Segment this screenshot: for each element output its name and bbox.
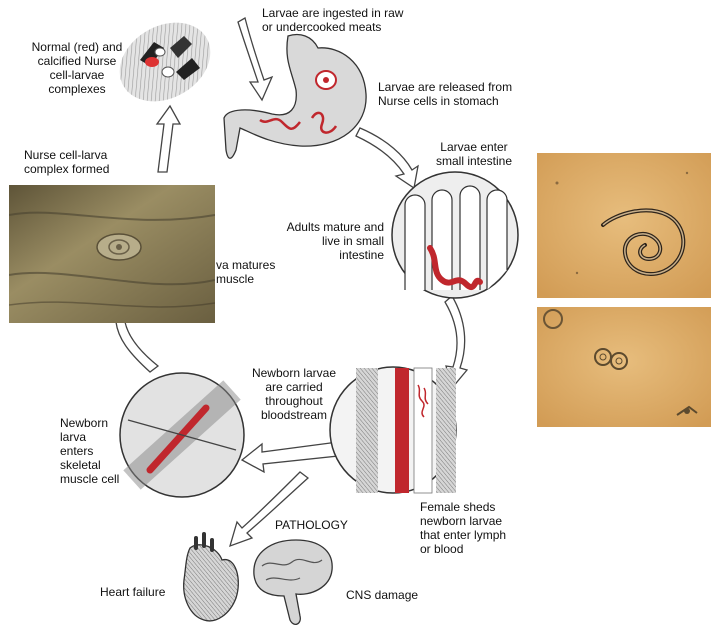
heart-illustration (184, 534, 239, 621)
label-carried-bloodstream: Newborn larvae are carried throughout bl… (244, 366, 344, 422)
label-larvae-enter-intestine: Larvae enter small intestine (420, 140, 528, 168)
label-heart-failure: Heart failure (100, 585, 165, 599)
muscle-tissue-photo (9, 185, 215, 323)
label-cns-damage: CNS damage (346, 588, 418, 602)
label-larvae-released: Larvae are released from Nurse cells in … (378, 80, 512, 108)
label-nurse-cell-complexes: Normal (red) and calcified Nurse cell-la… (22, 40, 132, 96)
label-enters-muscle: Newborn larva enters skeletal muscle cel… (60, 416, 119, 486)
label-larvae-ingested: Larvae are ingested in raw or undercooke… (262, 6, 403, 34)
coiled-larva-photo (537, 153, 711, 298)
label-matures-in-muscle: va matures muscle (216, 258, 275, 286)
larvae-micrograph-photo (537, 307, 711, 427)
brain-illustration (254, 540, 332, 624)
muscle-circle-illustration (120, 373, 244, 497)
label-complex-formed: Nurse cell-larva complex formed (24, 148, 109, 176)
intestine-circle-illustration (392, 172, 518, 298)
stomach-illustration (224, 35, 366, 159)
label-female-sheds: Female sheds newborn larvae that enter l… (420, 500, 506, 556)
label-pathology: PATHOLOGY (275, 518, 348, 532)
label-adults-mature: Adults mature and live in small intestin… (274, 220, 384, 262)
blood-vessel-circle-illustration (330, 367, 456, 493)
